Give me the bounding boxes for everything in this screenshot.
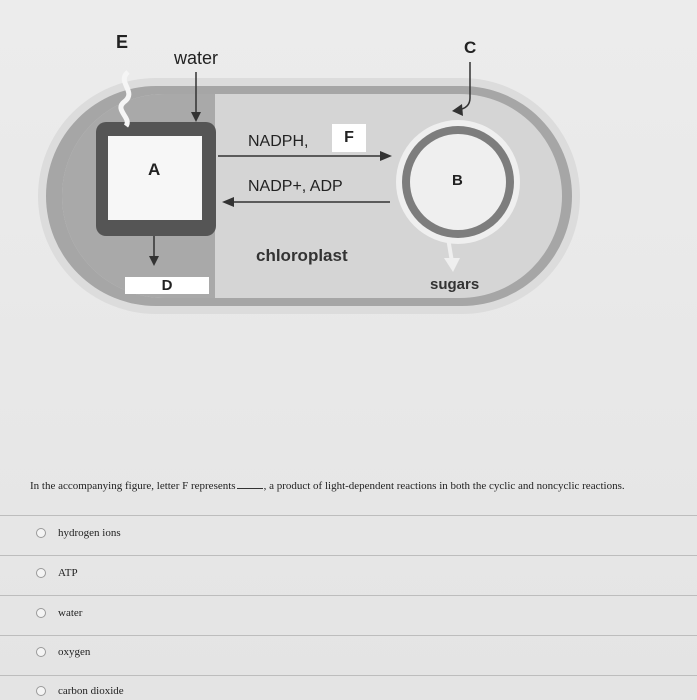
label-sugars: sugars [430,276,480,293]
question-blank [236,488,263,489]
option-hydrogen-ions[interactable]: hydrogen ions [36,524,121,542]
label-c: C [464,38,477,57]
radio-button[interactable] [36,686,46,696]
thylakoid-box-a [108,136,202,220]
option-label: oxygen [58,646,91,658]
label-nadph: NADPH, [248,133,309,150]
option-oxygen[interactable]: oxygen [36,643,90,661]
radio-button[interactable] [36,647,46,657]
label-chloroplast: chloroplast [256,246,348,265]
label-b: B [452,172,463,189]
question-before-blank: In the accompanying figure, letter F rep… [30,480,236,492]
radio-button[interactable] [36,608,46,618]
squiggle-e [118,70,132,128]
chloroplast-diagram [46,62,572,306]
divider [0,515,697,516]
option-label: water [58,607,83,619]
option-atp[interactable]: ATP [36,564,78,582]
option-carbon-dioxide[interactable]: carbon dioxide [36,682,124,700]
label-f: F [332,124,366,152]
option-water[interactable]: water [36,604,82,622]
chloroplast-figure: E water C NADPH, F NADP+, ADP A B chloro… [46,32,572,306]
option-label: hydrogen ions [58,527,121,539]
label-e: E [116,32,129,52]
label-a: A [148,160,161,179]
divider [0,635,697,636]
divider [0,595,697,596]
radio-button[interactable] [36,568,46,578]
radio-button[interactable] [36,528,46,538]
option-label: carbon dioxide [58,685,124,697]
label-nadp-adp: NADP+, ADP [248,178,343,195]
calvin-cycle-inner [410,134,506,230]
label-water: water [174,48,219,68]
question-after-blank: , a product of light-dependent reactions… [263,480,625,492]
divider [0,555,697,556]
question-text: In the accompanying figure, letter F rep… [30,480,625,492]
option-label: ATP [58,567,78,579]
divider [0,675,697,676]
label-d: D [125,277,209,294]
